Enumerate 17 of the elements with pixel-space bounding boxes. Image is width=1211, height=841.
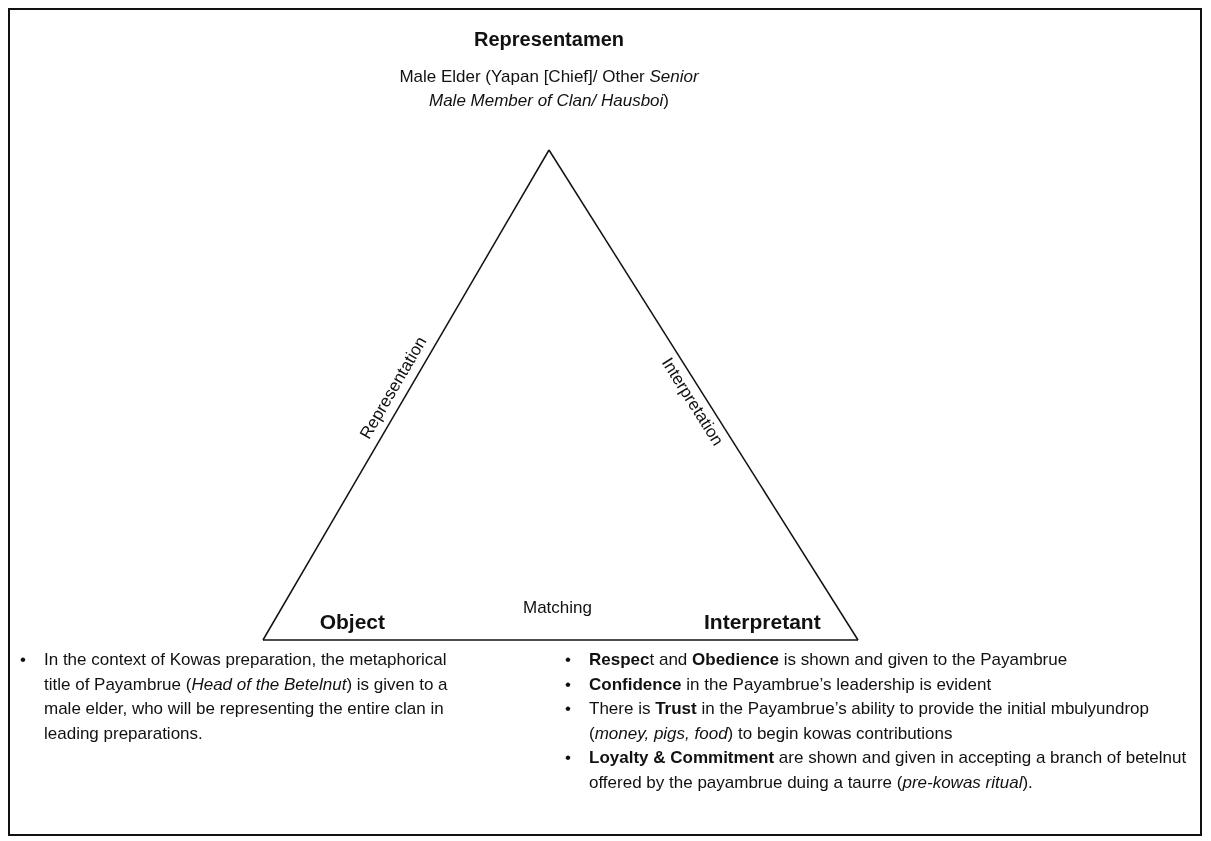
bullet-marker: • <box>565 673 571 696</box>
edge-label: Matching <box>523 598 592 618</box>
vertex-title: Object <box>319 610 385 634</box>
vertex-description: Male Elder (Yapan [Chief]/ Other Senior Male Member of Clan/ Hausboi) <box>398 66 700 112</box>
bullet-marker: • <box>565 649 571 671</box>
bullet-marker: • <box>565 698 571 720</box>
bullet-marker: • <box>20 649 26 671</box>
vertex-title: Representamen <box>472 28 626 51</box>
triangle-side <box>262 639 859 641</box>
triangle-side <box>262 149 550 641</box>
bullet-text: Respect and Obedience is shown and given to the Payambrue <box>589 650 1068 669</box>
bullet-text: In the context of Kowas preparation, the metaphorical title of Payambrue (Head of the Betelnut) is given to a male elder, who will be representing the entire clan in leading preparations. <box>44 650 448 743</box>
vertex-title: Interpretant <box>704 610 821 634</box>
bullet-text: Loyalty & Commitment are shown and given in accepting a branch of betelnut offered by the payambrue duing a taurre (pre-kowas ritual). <box>589 748 1187 792</box>
triangle-side <box>548 149 859 641</box>
bullet-marker: • <box>565 747 571 769</box>
bullet-text: Confidence in the Payambrue’s leadership is evident <box>589 674 992 694</box>
